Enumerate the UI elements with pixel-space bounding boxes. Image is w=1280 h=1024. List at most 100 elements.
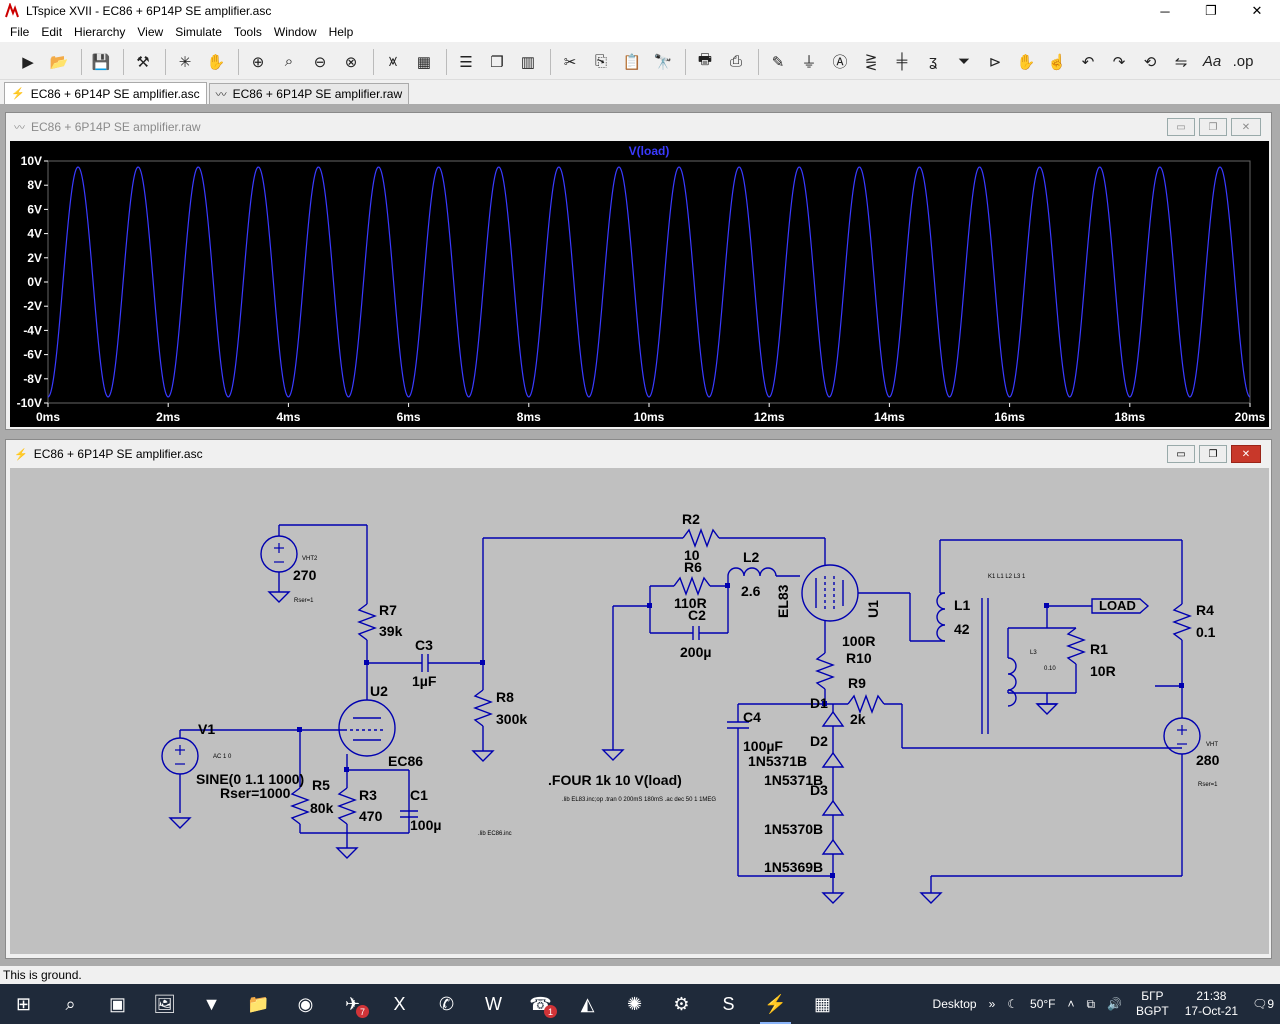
desktop-toolbar[interactable]: Desktop: [932, 997, 977, 1011]
app2-icon[interactable]: ◭: [580, 993, 595, 1014]
window-title: LTspice XVII - EC86 + 6P14P SE amplifier…: [26, 4, 272, 18]
search-icon[interactable]: ⌕: [65, 993, 76, 1014]
print-icon[interactable]: 🖶: [697, 51, 713, 68]
app3-icon[interactable]: ✺: [626, 993, 643, 1014]
control-panel-icon[interactable]: ⚒: [136, 53, 150, 71]
telegram-icon[interactable]: ✈7: [329, 984, 376, 1024]
autorange-icon[interactable]: ⩙: [388, 53, 398, 70]
tab-waveform[interactable]: 〰 EC86 + 6P14P SE amplifier.raw: [208, 83, 410, 104]
move-icon[interactable]: ✋: [1016, 53, 1036, 71]
undo-icon[interactable]: ↶: [1081, 53, 1095, 71]
label-l2: L2: [743, 549, 760, 565]
notification-icon[interactable]: 🗨 9: [1252, 997, 1274, 1011]
y-tick-label: -10V: [17, 396, 42, 410]
find-icon[interactable]: 🔭: [653, 53, 673, 71]
whatsapp-icon[interactable]: ✆: [438, 993, 455, 1014]
child-close-button[interactable]: ✕: [1231, 118, 1261, 136]
child-restore-button[interactable]: ❐: [1199, 445, 1227, 463]
lang-bottom: BGPT: [1136, 1004, 1169, 1018]
schematic-window-title: EC86 + 6P14P SE amplifier.asc: [33, 447, 203, 461]
tray-expand-icon[interactable]: ˄: [1067, 997, 1075, 1011]
spice-directive-four[interactable]: .FOUR 1k 10 V(load): [548, 772, 682, 788]
y-tick-label: 2V: [27, 251, 42, 265]
zoom-out-icon[interactable]: ⊖: [313, 53, 327, 71]
cascade-icon[interactable]: ❐: [490, 53, 504, 71]
paste-icon[interactable]: 📋: [622, 53, 642, 71]
text-icon[interactable]: Aa: [1202, 53, 1222, 70]
halt-icon[interactable]: ✳: [178, 53, 192, 71]
voltage-source-v1: [161, 737, 199, 775]
menu-hierarchy[interactable]: Hierarchy: [74, 25, 126, 39]
viber-icon[interactable]: ☎1: [517, 984, 564, 1024]
menu-tools[interactable]: Tools: [233, 25, 262, 39]
redo-icon[interactable]: ↷: [1112, 53, 1126, 71]
weather-text[interactable]: 50°F: [1030, 997, 1056, 1011]
label-net-icon[interactable]: Ⓐ: [832, 54, 848, 71]
zoom-rect-icon[interactable]: ⌕: [284, 53, 294, 70]
label-rser1000: Rser=1000: [220, 785, 291, 801]
tile-vertical-icon[interactable]: ▥: [520, 53, 536, 71]
menu-view[interactable]: View: [137, 25, 164, 39]
ground-icon[interactable]: ⏚: [801, 54, 817, 71]
word-icon[interactable]: W: [485, 993, 502, 1014]
save-icon[interactable]: 💾: [91, 53, 111, 71]
tile-horizontal-icon[interactable]: ☰: [459, 53, 473, 71]
skype-icon[interactable]: S: [722, 993, 735, 1014]
resistor-icon[interactable]: ⋛: [864, 53, 878, 71]
cut-icon[interactable]: ✂: [563, 53, 577, 71]
inductor-icon[interactable]: ʓ: [928, 53, 938, 70]
copy-icon[interactable]: ⎘: [594, 53, 607, 70]
child-restore-button[interactable]: ❐: [1199, 118, 1227, 136]
network-icon[interactable]: ⧉: [1086, 996, 1096, 1011]
spice-directive-icon[interactable]: .op: [1232, 53, 1254, 70]
zoom-fit-icon[interactable]: ⊗: [344, 53, 358, 71]
plot-settings-icon[interactable]: ▦: [416, 53, 432, 71]
open-icon[interactable]: 📂: [49, 53, 69, 71]
mdi-area: 〰 EC86 + 6P14P SE amplifier.raw ▭ ❐ ✕ V(…: [0, 104, 1280, 966]
child-minimize-button[interactable]: ▭: [1167, 445, 1195, 463]
menu-edit[interactable]: Edit: [41, 25, 63, 39]
spice-lib-el83[interactable]: .lib EL83.inc;op .tran 0 200mS 180mS .ac…: [562, 797, 716, 803]
spice-lib-ec86[interactable]: .lib EC86.inc: [478, 831, 512, 837]
close-button[interactable]: ✕: [1251, 3, 1263, 18]
chevron-icon[interactable]: »: [988, 997, 996, 1011]
y-tick-label: 6V: [27, 202, 42, 216]
menu-help[interactable]: Help: [328, 25, 354, 39]
drag-icon[interactable]: ☝: [1047, 53, 1067, 71]
app-icon[interactable]: ▼: [202, 993, 221, 1014]
steam-icon[interactable]: ⚙: [673, 993, 690, 1014]
run-icon[interactable]: ▶: [22, 53, 34, 71]
restore-button[interactable]: ❐: [1205, 3, 1217, 18]
schematic-canvas[interactable]: 270 R7 39k C3 1µF U2 EC86 V1 SINE(0 1.1 …: [10, 468, 1269, 954]
print-setup-icon[interactable]: ⎙: [729, 53, 742, 70]
menu-window[interactable]: Window: [273, 25, 317, 39]
ltspice-icon[interactable]: ⚡: [752, 984, 799, 1024]
language-indicator[interactable]: БГР BGPT: [1128, 989, 1177, 1019]
task-view-icon[interactable]: ▣: [108, 993, 126, 1014]
child-minimize-button[interactable]: ▭: [1167, 118, 1195, 136]
component-icon[interactable]: ⊳: [988, 53, 1002, 71]
menu-simulate[interactable]: Simulate: [175, 25, 222, 39]
child-close-button[interactable]: ✕: [1231, 445, 1261, 463]
calculator-icon[interactable]: ▦: [813, 993, 831, 1014]
file-explorer-icon[interactable]: 📁: [247, 993, 270, 1014]
zoom-in-icon[interactable]: ⊕: [251, 53, 265, 71]
draw-wire-icon[interactable]: ✎: [771, 53, 785, 71]
photos-icon[interactable]: 🖼: [153, 993, 176, 1014]
rotate-icon[interactable]: ⟲: [1143, 53, 1157, 71]
menu-file[interactable]: File: [10, 25, 30, 39]
y-tick-label: -8V: [23, 372, 42, 386]
capacitor-icon[interactable]: ╪: [896, 53, 908, 70]
excel-icon[interactable]: X: [393, 993, 406, 1014]
chrome-icon[interactable]: ◉: [297, 993, 314, 1014]
diode-icon[interactable]: ⏷: [957, 53, 970, 70]
mirror-icon[interactable]: ⇋: [1174, 53, 1188, 71]
windows-start-icon[interactable]: ⊞: [15, 993, 32, 1014]
clock[interactable]: 21:38 17-Oct-21: [1177, 989, 1246, 1019]
minimize-button[interactable]: ─: [1160, 3, 1170, 19]
pan-icon[interactable]: ✋: [206, 53, 226, 71]
tab-schematic[interactable]: ⚡ EC86 + 6P14P SE amplifier.asc: [4, 82, 207, 104]
volume-icon[interactable]: 🔊: [1107, 997, 1123, 1011]
label-r1: R1: [1090, 641, 1108, 657]
